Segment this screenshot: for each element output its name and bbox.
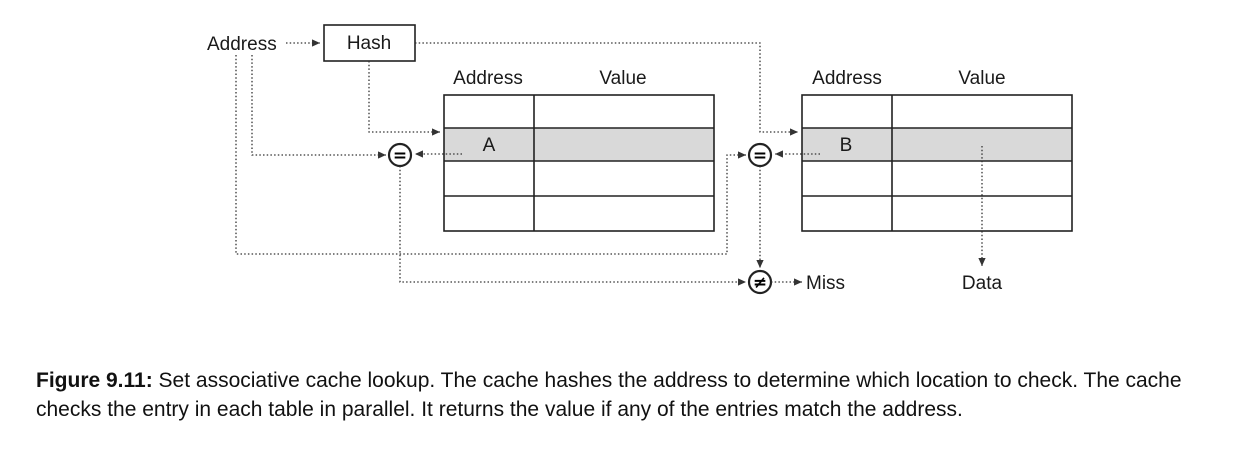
- miss-comparator-symbol: ≠: [753, 273, 767, 293]
- connections: [235, 42, 986, 286]
- table2-entry-label: B: [840, 135, 853, 156]
- table1: [443, 94, 715, 232]
- caption-label: Figure 9.11:: [36, 369, 153, 392]
- table2: [801, 94, 1073, 232]
- miss-label: Miss: [806, 273, 845, 294]
- hash-label: Hash: [347, 33, 391, 54]
- figure-caption: Figure 9.11: Set associative cache looku…: [36, 366, 1206, 424]
- comparator-2-symbol: =: [753, 146, 767, 166]
- comparator-1-symbol: =: [393, 146, 407, 166]
- caption-text: Set associative cache lookup. The cache …: [36, 369, 1182, 421]
- data-label: Data: [962, 273, 1003, 294]
- table1-address-header: Address: [453, 68, 523, 89]
- comparator-2: =: [747, 142, 773, 168]
- comparator-1: =: [387, 142, 413, 168]
- address-input-label: Address: [207, 34, 277, 55]
- cache-lookup-diagram: Address Hash Address Value A Address Val…: [207, 24, 1073, 295]
- table1-highlight-row: [444, 128, 714, 161]
- table1-entry-label: A: [483, 135, 496, 156]
- table2-highlight-row: [802, 128, 1072, 161]
- table2-value-header: Value: [958, 68, 1005, 89]
- miss-comparator: ≠: [747, 269, 773, 295]
- table2-address-header: Address: [812, 68, 882, 89]
- table1-value-header: Value: [599, 68, 646, 89]
